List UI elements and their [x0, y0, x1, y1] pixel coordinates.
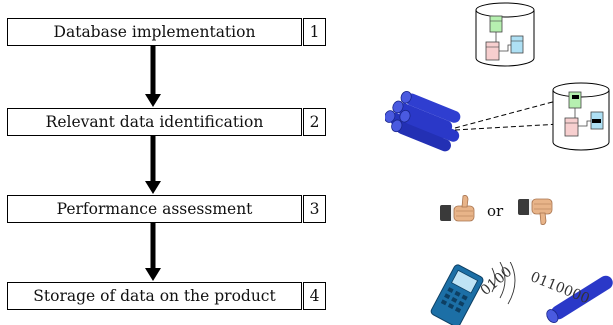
- selected-database-icon: [552, 82, 610, 151]
- step-number-4: 4: [303, 282, 326, 310]
- step-box-3: Performance assessment: [7, 195, 302, 223]
- step-box-2: Relevant data identification: [7, 108, 302, 136]
- step-label: Performance assessment: [56, 200, 253, 218]
- arrow-3-4: [145, 223, 161, 281]
- thumbs-up-icon: [440, 195, 475, 222]
- step-label: Storage of data on the product: [33, 287, 276, 305]
- step-number-3: 3: [303, 195, 326, 223]
- handheld-device-icon: [430, 264, 484, 325]
- thumbs-down-icon: [518, 198, 553, 225]
- step-number-1: 1: [303, 18, 326, 46]
- step-label: Database implementation: [53, 23, 256, 41]
- pipe-icon: [546, 275, 613, 324]
- step-label: Relevant data identification: [45, 113, 264, 131]
- handheld-writing-icon: [430, 262, 613, 325]
- arrow-1-2: [145, 46, 161, 107]
- pipe-bundle-icon: [385, 91, 461, 152]
- or-label: or: [487, 202, 504, 220]
- database-icon: [475, 2, 535, 67]
- step-box-1: Database implementation: [7, 18, 302, 46]
- data-selection-icon: [385, 82, 610, 152]
- arrow-2-3: [145, 136, 161, 194]
- step-box-4: Storage of data on the product: [7, 282, 302, 310]
- step-number-2: 2: [303, 108, 326, 136]
